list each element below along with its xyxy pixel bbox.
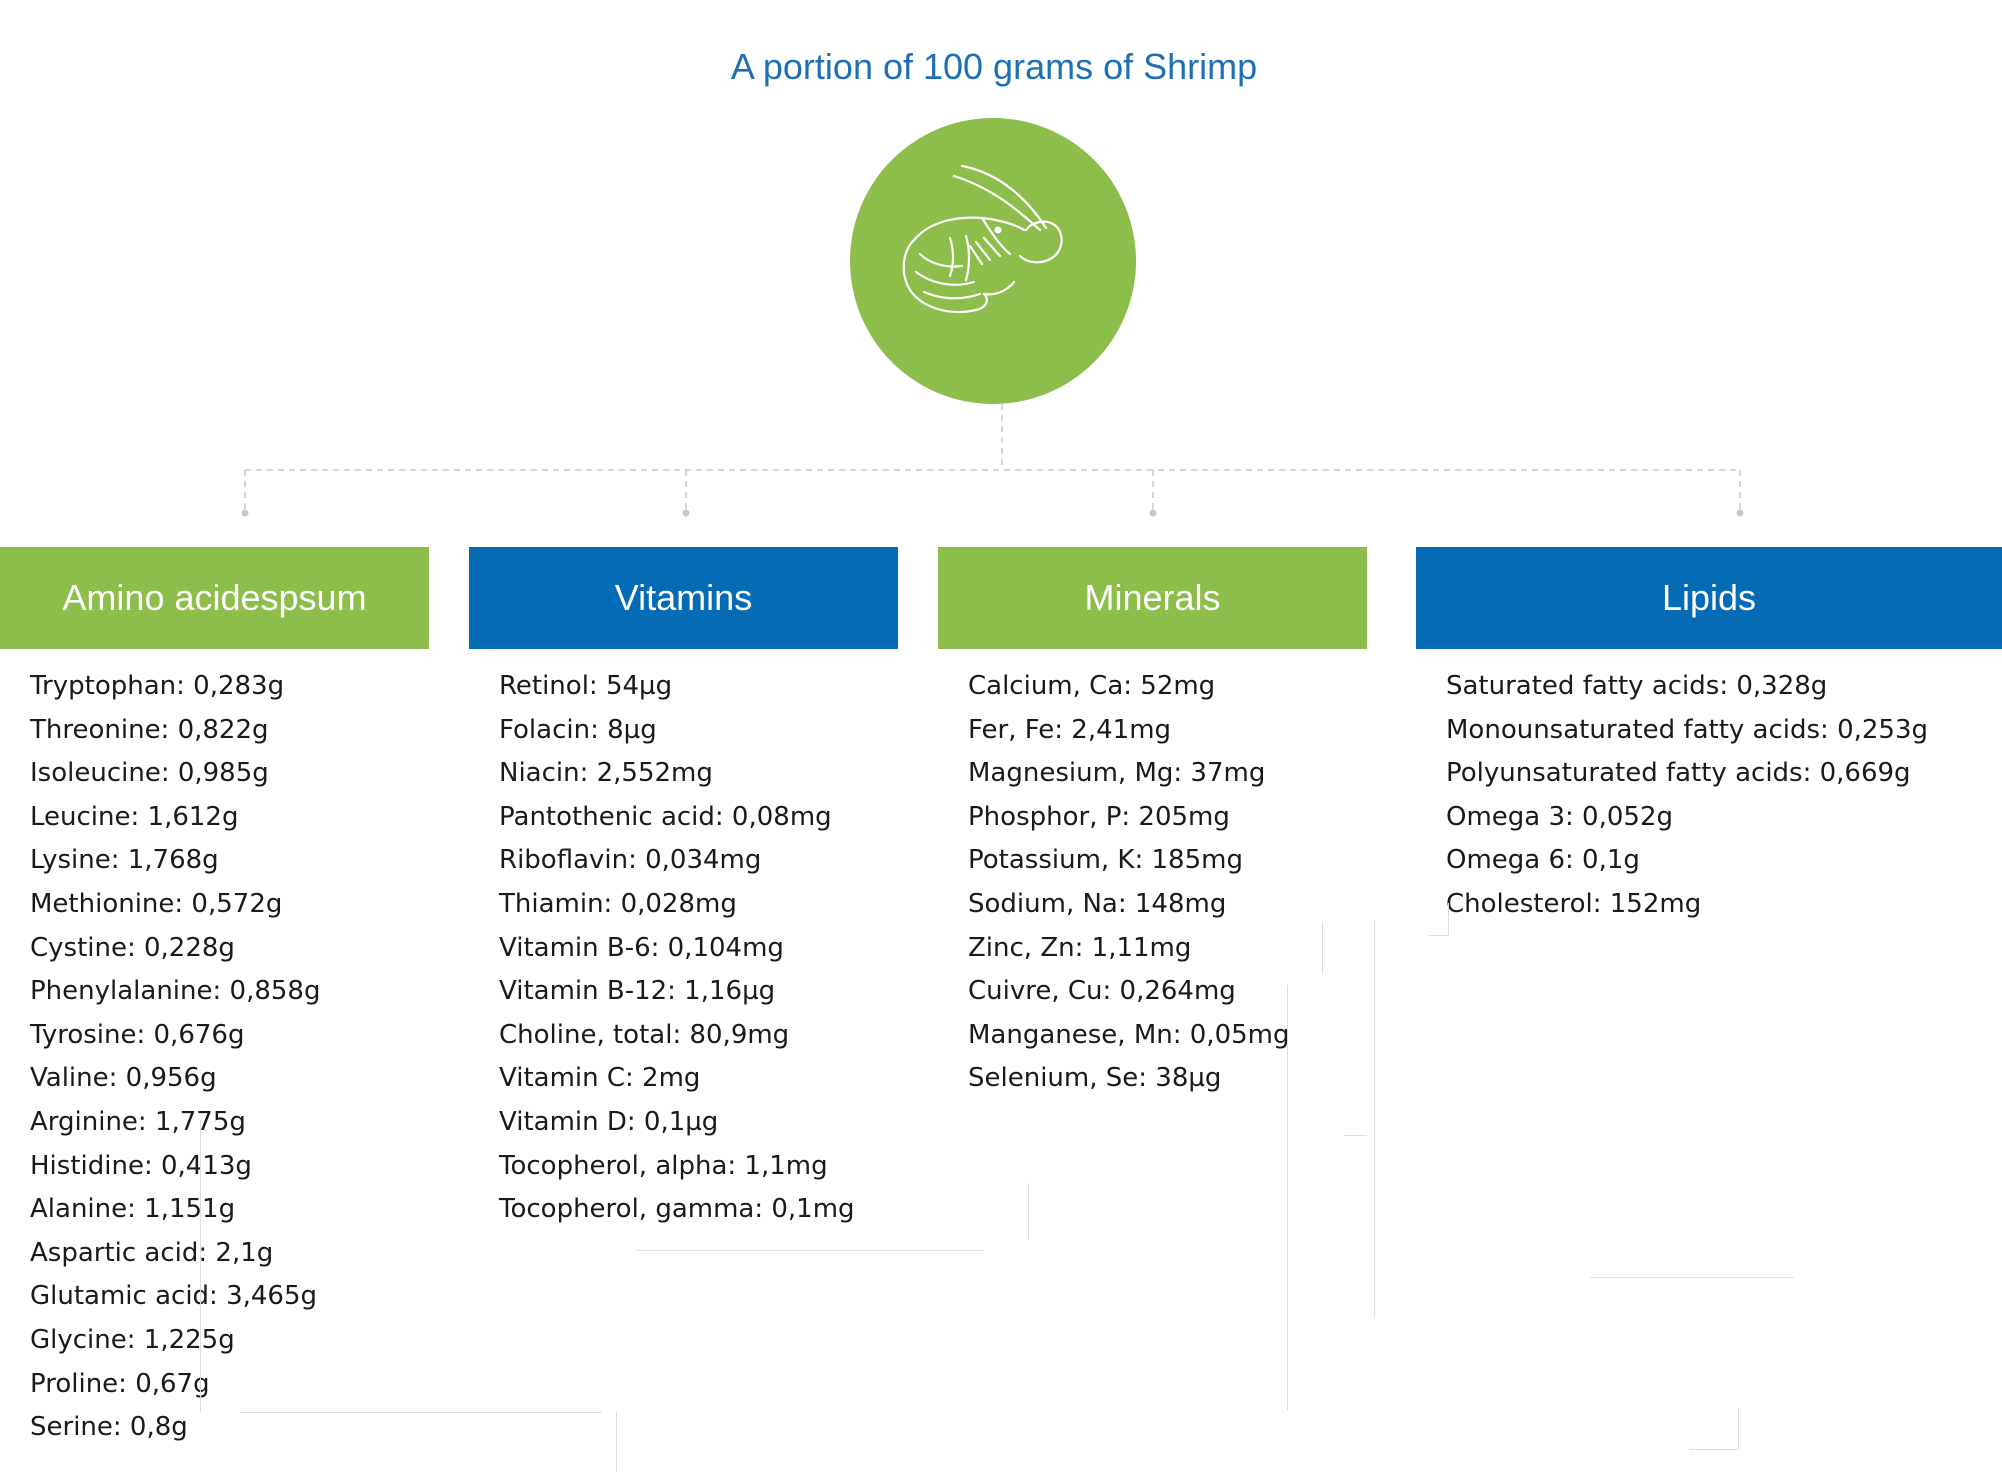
nutrient-item: Tocopherol, alpha: 1,1mg <box>499 1150 828 1181</box>
nutrient-item: Aspartic acid: 2,1g <box>30 1237 274 1268</box>
nutrient-item: Saturated fatty acids: 0,328g <box>1446 671 1828 701</box>
vitamins-header: Vitamins <box>469 547 898 649</box>
diagram-title: A portion of 100 grams of Shrimp <box>730 46 1258 87</box>
nutrient-item: Alanine: 1,151g <box>30 1194 236 1225</box>
nutrient-item: Fer, Fe: 2,41mg <box>968 714 1172 745</box>
nutrient-item: Histidine: 0,413g <box>30 1150 252 1181</box>
nutrient-item: Vitamin D: 0,1µg <box>499 1106 719 1137</box>
nutrient-item: Lysine: 1,768g <box>30 845 219 876</box>
divider <box>1028 1183 1029 1239</box>
nutrient-item: Tocopherol, gamma: 0,1mg <box>499 1194 855 1225</box>
nutrient-item: Selenium, Se: 38µg <box>968 1063 1222 1094</box>
nutrient-item: Retinol: 54µg <box>499 671 673 701</box>
nutrient-item: Polyunsaturated fatty acids: 0,669g <box>1446 758 1911 789</box>
nutrient-item: Leucine: 1,612g <box>30 801 239 832</box>
nutrient-item: Manganese, Mn: 0,05mg <box>968 1019 1290 1050</box>
divider <box>1448 903 1449 936</box>
nutrient-item: Niacin: 2,552mg <box>499 758 713 789</box>
nutrient-item: Omega 6: 0,1g <box>1446 845 1640 876</box>
nutrient-item: Glycine: 1,225g <box>30 1324 235 1355</box>
divider <box>636 1250 984 1251</box>
divider <box>1690 1449 1739 1450</box>
nutrient-item: Calcium, Ca: 52mg <box>968 671 1216 701</box>
nutrient-item: Vitamin C: 2mg <box>499 1063 701 1094</box>
nutrient-item: Choline, total: 80,9mg <box>499 1019 790 1050</box>
divider <box>1374 920 1375 1317</box>
nutrient-item: Pantothenic acid: 0,08mg <box>499 801 832 832</box>
divider <box>1738 1408 1739 1450</box>
divider <box>1287 985 1288 1410</box>
lipids-header: Lipids <box>1416 547 2002 649</box>
nutrient-item: Glutamic acid: 3,465g <box>30 1281 318 1312</box>
nutrient-item: Proline: 0,67g <box>30 1368 210 1399</box>
nutrient-item: Tyrosine: 0,676g <box>30 1019 245 1050</box>
minerals-header: Minerals <box>938 547 1367 649</box>
nutrient-item: Riboflavin: 0,034mg <box>499 845 762 876</box>
nutrient-item: Cuivre, Cu: 0,264mg <box>968 976 1236 1007</box>
nutrient-item: Potassium, K: 185mg <box>968 845 1243 876</box>
nutrient-item: Omega 3: 0,052g <box>1446 801 1673 832</box>
divider <box>616 1412 617 1472</box>
nutrient-item: Tryptophan: 0,283g <box>30 671 285 701</box>
nutrient-item: Vitamin B-6: 0,104mg <box>499 932 784 963</box>
nutrient-item: Thiamin: 0,028mg <box>499 888 737 919</box>
nutrient-item: Sodium, Na: 148mg <box>968 888 1227 919</box>
divider <box>240 1412 602 1413</box>
nutrient-item: Arginine: 1,775g <box>30 1106 246 1137</box>
nutrient-item: Cystine: 0,228g <box>30 932 235 963</box>
nutrient-item: Phenylalanine: 0,858g <box>30 976 321 1007</box>
nutrient-item: Magnesium, Mg: 37mg <box>968 758 1266 789</box>
nutrient-item: Zinc, Zn: 1,11mg <box>968 932 1192 963</box>
nutrient-item: Monounsaturated fatty acids: 0,253g <box>1446 714 1929 745</box>
nutrient-item: Vitamin B-12: 1,16µg <box>499 976 776 1007</box>
divider <box>1429 935 1449 936</box>
nutrient-item: Methionine: 0,572g <box>30 888 283 919</box>
nutrient-item: Valine: 0,956g <box>30 1063 217 1094</box>
nutrient-item: Cholesterol: 152mg <box>1446 888 1702 919</box>
nutrient-item: Folacin: 8µg <box>499 714 657 745</box>
divider <box>1322 922 1323 974</box>
nutrient-item: Phosphor, P: 205mg <box>968 801 1230 832</box>
divider <box>1590 1277 1794 1278</box>
shrimp-icon <box>850 118 1136 404</box>
shrimp-circle <box>850 118 1136 404</box>
divider <box>1344 1135 1367 1136</box>
tree-connector <box>241 404 1744 517</box>
amino-acids-header: Amino acidespsum <box>0 547 429 649</box>
divider <box>200 1120 201 1412</box>
nutrient-item: Serine: 0,8g <box>30 1412 188 1443</box>
nutrient-item: Isoleucine: 0,985g <box>30 758 269 789</box>
nutrient-item: Threonine: 0,822g <box>30 714 269 745</box>
